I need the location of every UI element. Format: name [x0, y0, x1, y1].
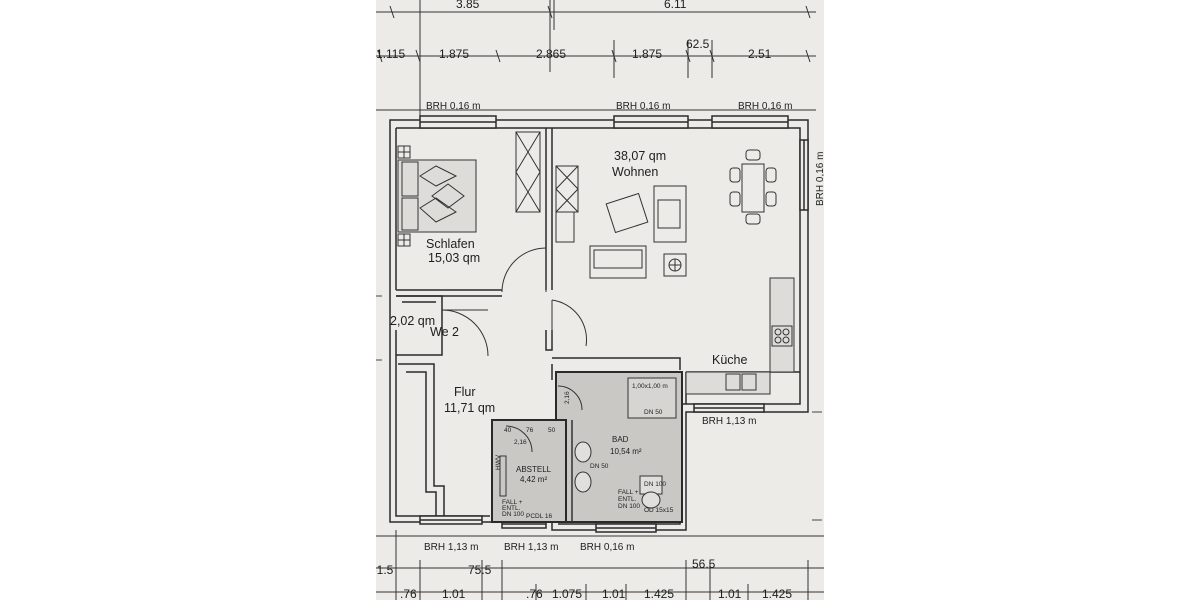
- dim-b2-2: 1.01: [442, 587, 466, 600]
- small-dim-3: 50: [548, 427, 556, 434]
- dim-b2-6: 1.425: [644, 587, 674, 600]
- kueche-name: Küche: [712, 353, 747, 367]
- wohnen-name: Wohnen: [612, 165, 658, 179]
- schlafen-area: 15,03 qm: [428, 251, 480, 265]
- bad-fall-1: FALL +: [618, 489, 639, 496]
- floor-plan: 3.85 6.11 1.115 1.875 2.865 1.875 62.5 2…: [376, 0, 824, 600]
- dim-b2-1: .76: [400, 587, 417, 600]
- small-dim-1: 40: [504, 427, 512, 434]
- we2-name: We 2: [430, 325, 459, 339]
- brh-top-right: BRH 0,16 m: [738, 101, 792, 112]
- brh-top-mid: BRH 0,16 m: [616, 101, 670, 112]
- brh-bottom-3: BRH 0,16 m: [580, 542, 634, 553]
- brh-bottom-1: BRH 1,13 m: [424, 542, 478, 553]
- dim-row2-3: 2.865: [536, 47, 566, 61]
- abstell-fall-1: FALL +: [502, 499, 523, 506]
- we2-area: 2,02 qm: [390, 314, 435, 328]
- dim-b2-7: 1.01: [718, 587, 742, 600]
- door-bad-label: 2,16: [564, 391, 571, 404]
- dim-row2-4: 1.875: [632, 47, 662, 61]
- shower-size: 1,00x1,00 m: [632, 383, 668, 390]
- dim-row2-6: 2.51: [748, 47, 772, 61]
- bad-fall-2: ENTL.: [618, 496, 637, 503]
- dim-row2-5: 62.5: [686, 37, 710, 51]
- abstell-area: 4,42 m²: [520, 475, 547, 484]
- abstell-fall-2: ENTL.: [502, 505, 521, 512]
- top-dimension-lines: [376, 0, 816, 120]
- dim-top-1: 3.85: [456, 0, 480, 11]
- abstell-pcdl: PCDL 16: [526, 513, 553, 520]
- brh-top-left: BRH 0,16 m: [426, 101, 480, 112]
- dim-top-2: 6.11: [664, 0, 687, 11]
- schlafen-name: Schlafen: [426, 237, 475, 251]
- brh-right-side: BRH 0,16 m: [815, 152, 824, 206]
- brh-kitchen: BRH 1,13 m: [702, 416, 756, 427]
- dim-bottom-1: 61.5: [376, 563, 394, 577]
- dim-row2-2: 1.875: [439, 47, 469, 61]
- hwv-label: HWV: [495, 454, 502, 470]
- bad-od: OD 15x15: [644, 507, 674, 514]
- abstell-name: ABSTELL: [516, 465, 552, 474]
- wohnen-area: 38,07 qm: [614, 149, 666, 163]
- bad-fall-3: DN 100: [618, 503, 640, 510]
- furniture: [397, 131, 795, 395]
- bad-dn100: DN 100: [644, 481, 666, 488]
- bad-area: 10,54 m²: [610, 447, 642, 456]
- dim-row2-1: 1.115: [376, 47, 405, 61]
- bad-name: BAD: [612, 435, 629, 444]
- door-swings: [441, 247, 587, 357]
- flur-area: 11,71 qm: [444, 401, 495, 415]
- dim-bottom-2: 75.5: [468, 563, 492, 577]
- dim-bottom-3: 56.5: [692, 557, 716, 571]
- margin-marks: [376, 295, 822, 521]
- abstell-fall-3: DN 100: [502, 511, 524, 518]
- exterior-walls: [389, 115, 809, 533]
- dim-b2-5: 1.01: [602, 587, 626, 600]
- door-abstell-label: 2,16: [514, 439, 527, 446]
- shower-dn: DN 50: [644, 409, 663, 416]
- small-dim-2: 76: [526, 427, 534, 434]
- flur-name: Flur: [454, 385, 476, 399]
- dim-b2-4: 1.075: [552, 587, 582, 600]
- dim-b2-3: .76: [526, 587, 543, 600]
- brh-bottom-2: BRH 1,13 m: [504, 542, 558, 553]
- floor-plan-sheet: 3.85 6.11 1.115 1.875 2.865 1.875 62.5 2…: [376, 0, 824, 600]
- dim-b2-8: 1.425: [762, 587, 792, 600]
- bottom-dimension-lines: [376, 530, 824, 600]
- bath-block: [491, 371, 683, 523]
- bad-dn50: DN 50: [590, 463, 609, 470]
